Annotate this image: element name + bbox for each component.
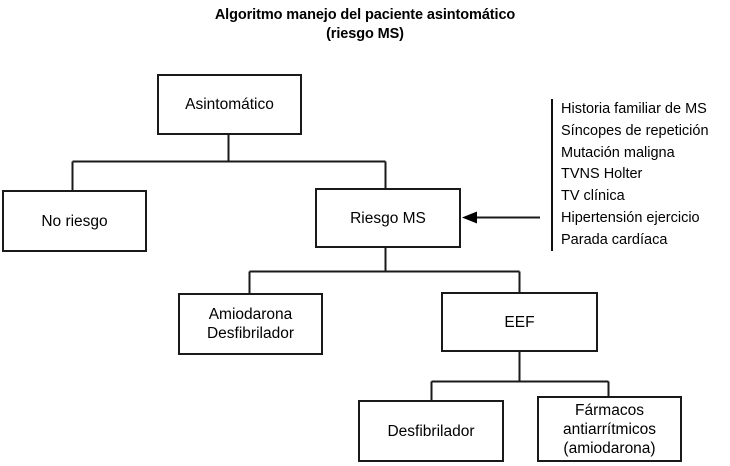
node-farmacos-line-3: (amiodarona) — [563, 439, 656, 457]
node-asintomatico-label: Asintomático — [185, 96, 274, 113]
node-asintomatico: Asintomático — [157, 74, 302, 135]
risk-factor-item: TV clínica — [561, 188, 625, 205]
title-line-2: (riesgo MS) — [326, 26, 404, 42]
node-riesgo-ms: Riesgo MS — [315, 188, 461, 248]
page-title: Algoritmo manejo del paciente asintomáti… — [0, 6, 730, 44]
node-no-riesgo-label: No riesgo — [41, 212, 108, 230]
risk-factors-list: Historia familiar de MS Síncopes de repe… — [551, 99, 709, 251]
risk-factor-item: TVNS Holter — [561, 166, 643, 183]
risk-factor-item: Hipertensión ejercicio — [561, 209, 700, 226]
risk-factor-item: Mutación maligna — [561, 144, 675, 161]
risk-factor-item: Síncopes de repetición — [561, 122, 709, 139]
risk-factor-item: Parada cardíaca — [561, 231, 668, 248]
title-line-1: Algoritmo manejo del paciente asintomáti… — [214, 7, 516, 23]
node-eef-label: EEF — [504, 313, 535, 331]
node-desfibrilador-label: Desfibrilador — [387, 422, 475, 440]
node-farmacos-antiarritmicos: Fármacos antiarrítmicos (amiodarona) — [537, 396, 682, 462]
node-amiodarona-desfibrilador: Amiodarona Desfibrilador — [178, 293, 323, 355]
node-riesgo-ms-label: Riesgo MS — [350, 209, 426, 227]
node-farmacos-line-2: antiarrítmicos — [562, 420, 657, 438]
node-farmacos-line-1: Fármacos — [575, 401, 644, 419]
node-desfibrilador: Desfibrilador — [358, 400, 504, 462]
risk-factor-item: Historia familiar de MS — [561, 101, 707, 117]
node-amiodarona-line-1: Amiodarona — [208, 306, 293, 323]
node-amiodarona-line-2: Desfibrilador — [206, 325, 294, 342]
node-eef: EEF — [441, 292, 598, 352]
arrow-head-risk-factors — [462, 211, 477, 224]
node-no-riesgo: No riesgo — [2, 190, 147, 252]
